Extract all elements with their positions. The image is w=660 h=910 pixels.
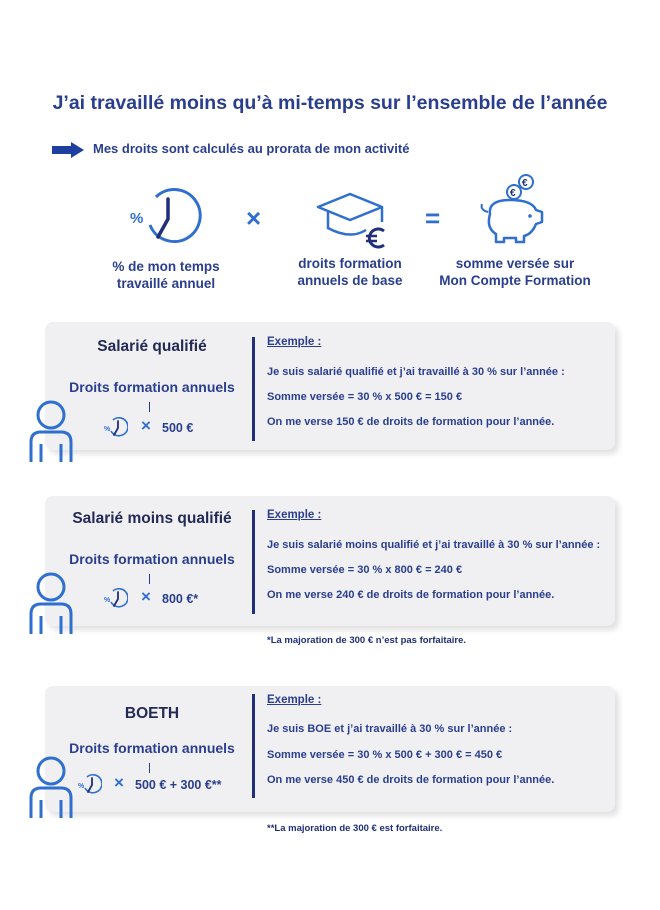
footnote: **La majoration de 300 € est forfaitaire… — [267, 823, 443, 834]
example-line: Somme versée = 30 % x 500 € = 150 € — [267, 391, 463, 403]
formula-label-result: somme versée sur Mon Compte Formation — [439, 256, 591, 288]
times-operator: × — [246, 203, 262, 233]
clock-percent-icon: % — [130, 188, 202, 243]
divider-line — [252, 510, 255, 614]
piggy-bank-euro-icon: € € — [480, 174, 544, 244]
times-operator: × — [141, 587, 151, 606]
divider-line — [252, 694, 255, 798]
card-salarie-moins-qualifie — [45, 496, 615, 626]
page-subtitle: Mes droits sont calculés au prorata de m… — [93, 141, 410, 156]
divider-tick — [149, 763, 150, 773]
page-title: J’ai travaillé moins qu’à mi-temps sur l… — [52, 92, 608, 114]
example-line: Somme versée = 30 % x 500 € + 300 € = 45… — [267, 749, 503, 761]
formula-label-rights: droits formation annuels de base — [297, 256, 403, 288]
card-title: BOETH — [124, 705, 180, 722]
svg-text:%: % — [104, 597, 111, 604]
divider-tick — [149, 402, 150, 412]
annual-amount: 500 € — [162, 421, 194, 435]
example-line: On me verse 150 € de droits de formation… — [267, 416, 555, 428]
divider-tick — [149, 574, 150, 584]
card-sub: Droits formation annuels — [69, 740, 235, 756]
clock-percent-icon: % — [78, 774, 102, 794]
formula-label-time: % de mon temps travaillé annuel — [112, 259, 220, 291]
svg-text:%: % — [78, 783, 85, 790]
person-icon — [29, 400, 73, 462]
card-title: Salarié qualifié — [97, 338, 207, 355]
graduation-cap-euro-icon — [316, 192, 385, 249]
divider-line — [252, 337, 255, 441]
example-line: Je suis salarié qualifié et j’ai travail… — [267, 366, 565, 378]
person-icon — [29, 756, 73, 818]
svg-text:€: € — [522, 178, 528, 189]
svg-text:%: % — [130, 210, 143, 227]
times-operator: × — [114, 773, 124, 792]
example-line: Je suis BOE et j’ai travaillé à 30 % sur… — [267, 723, 513, 735]
example-title: Exemple : — [267, 336, 322, 348]
example-line: Somme versée = 30 % x 800 € = 240 € — [267, 564, 463, 576]
svg-text:€: € — [510, 188, 516, 199]
annual-amount: 800 €* — [162, 592, 199, 606]
card-sub: Droits formation annuels — [69, 379, 235, 395]
clock-percent-icon: % — [104, 417, 128, 437]
example-line: Je suis salarié moins qualifié et j’ai t… — [267, 539, 601, 551]
times-operator: × — [141, 416, 151, 435]
card-boeth — [45, 686, 615, 812]
clock-percent-icon: % — [104, 588, 128, 608]
person-icon — [29, 572, 73, 634]
example-title: Exemple : — [267, 694, 322, 706]
annual-amount: 500 € + 300 €** — [135, 778, 222, 792]
svg-text:%: % — [104, 426, 111, 433]
example-title: Exemple : — [267, 509, 322, 521]
card-salarie-qualifie — [45, 322, 615, 450]
equals-operator: = — [425, 203, 441, 233]
card-sub: Droits formation annuels — [69, 551, 235, 567]
footnote: *La majoration de 300 € n’est pas forfai… — [267, 635, 467, 646]
card-title: Salarié moins qualifié — [72, 510, 232, 527]
arrow-right-icon — [52, 142, 84, 158]
example-line: On me verse 450 € de droits de formation… — [267, 774, 555, 786]
example-line: On me verse 240 € de droits de formation… — [267, 589, 555, 601]
